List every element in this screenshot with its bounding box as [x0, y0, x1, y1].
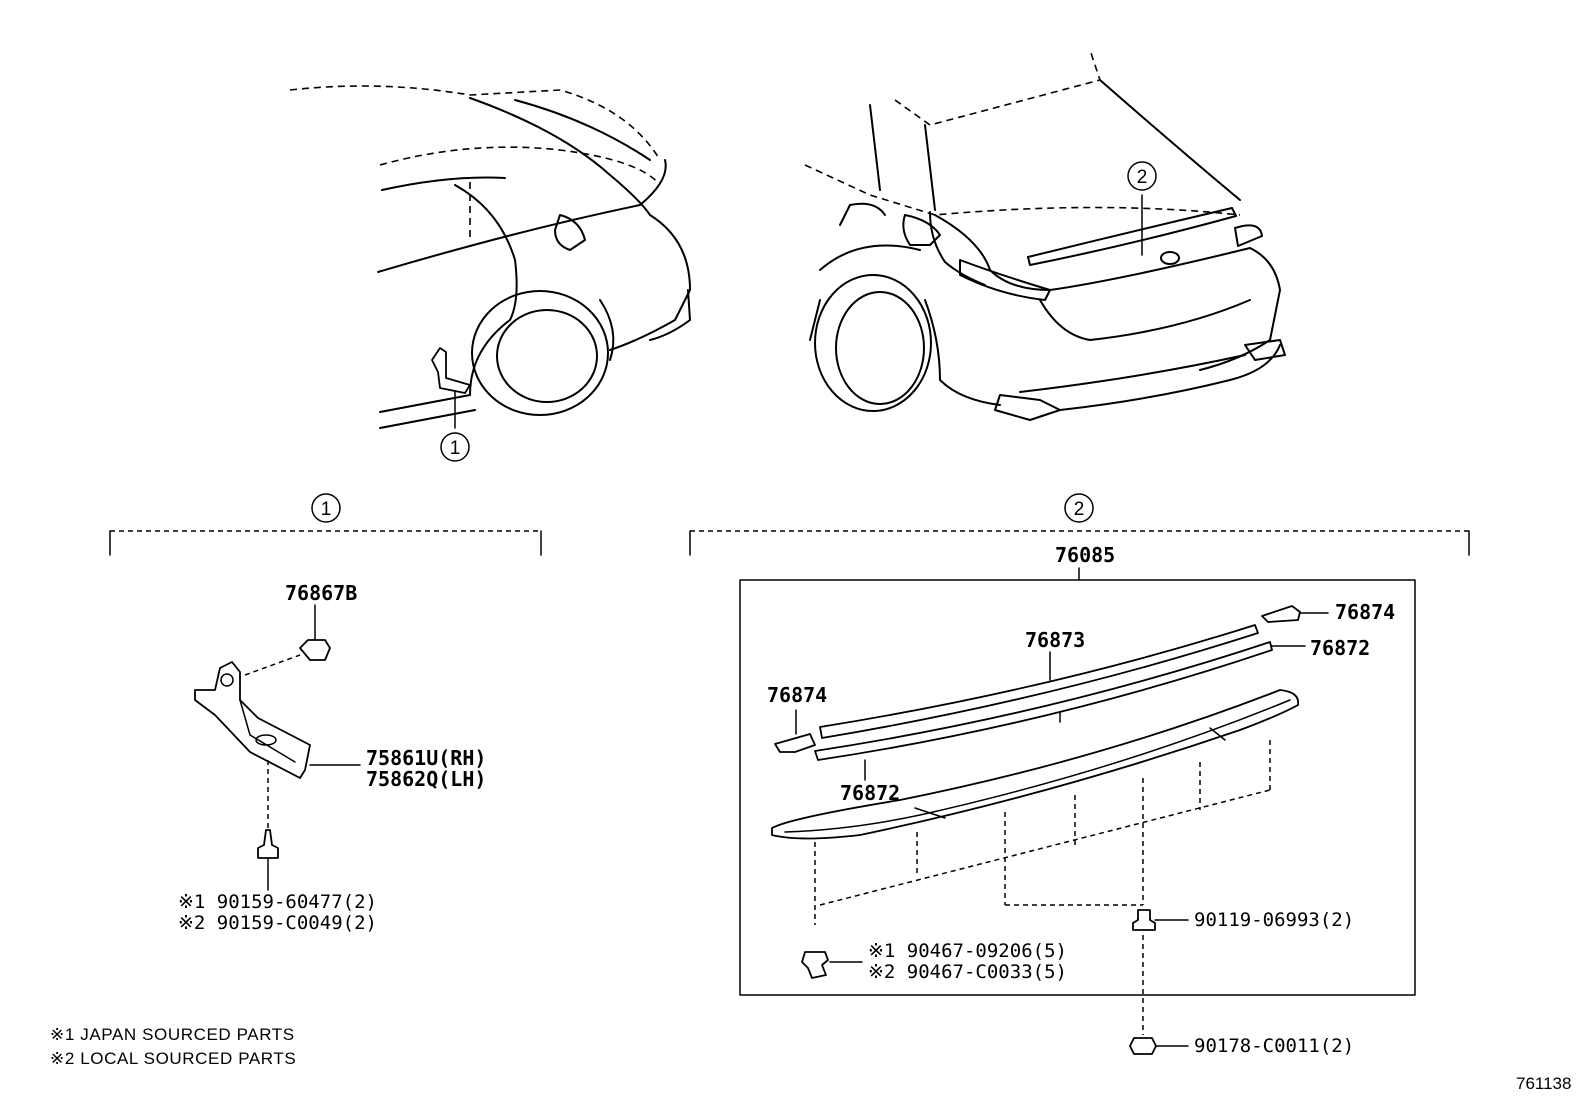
- end-cap-right-icon: [1261, 605, 1301, 623]
- section-1-ref: 1: [321, 499, 332, 520]
- callout-1-top: 1: [440, 432, 470, 462]
- nut-icon: [1129, 1037, 1157, 1055]
- spoiler-icon: [771, 689, 1300, 840]
- clip-part-number: 76867B: [285, 581, 357, 605]
- figure-number: 761138: [1516, 1074, 1571, 1093]
- legend-note-2: ※2 LOCAL SOURCED PARTS: [50, 1049, 296, 1068]
- car-rear-view: [804, 49, 1286, 421]
- clip-part-number-1: ※1 90467-09206(5): [868, 940, 1067, 962]
- clip-icon: [299, 639, 331, 661]
- garnish-part-number: 76873: [1025, 628, 1085, 652]
- tape-upper-icon: [814, 641, 1273, 761]
- bolt-part-number: 90119-06993(2): [1194, 909, 1354, 931]
- callout-2-top: 2: [1127, 161, 1157, 191]
- end-cap-left-part-number: 76874: [767, 683, 827, 707]
- screw-icon: [257, 829, 279, 859]
- assembly-part-number: 76085: [1055, 543, 1115, 567]
- section-1-group: 1 76867B 75861U(RH) 75862Q(LH) ※1 90159-…: [109, 493, 542, 934]
- screw-part-number-1: ※1 90159-60477(2): [178, 891, 377, 913]
- bracket-rh-part-number: 75861U(RH): [366, 746, 486, 770]
- garnish-icon: [819, 624, 1259, 739]
- end-cap-right-part-number: 76874: [1335, 600, 1395, 624]
- bolt-icon: [1132, 909, 1156, 931]
- callout-1-top-label: 1: [450, 438, 461, 459]
- assembly-box: [739, 579, 1416, 996]
- tape-upper-part-number: 76872: [1310, 636, 1370, 660]
- callout-2-top-label: 2: [1137, 167, 1148, 188]
- nut-part-number: 90178-C0011(2): [1194, 1035, 1354, 1057]
- section-2-group: 2 76085 76874 76873 76872 76874 76872: [689, 493, 1470, 1057]
- bracket-lh-part-number: 75862Q(LH): [366, 767, 486, 791]
- legend-note-1: ※1 JAPAN SOURCED PARTS: [50, 1025, 295, 1044]
- clip-fastener-icon: [801, 951, 829, 979]
- end-cap-left-icon: [774, 733, 816, 753]
- clip-part-number-2: ※2 90467-C0033(5): [868, 961, 1067, 983]
- car-side-view: [289, 85, 691, 429]
- section-2-ref: 2: [1074, 499, 1085, 520]
- legend: ※1 JAPAN SOURCED PARTS ※2 LOCAL SOURCED …: [50, 1025, 296, 1068]
- screw-part-number-2: ※2 90159-C0049(2): [178, 912, 377, 934]
- mudguard-bracket-icon: [194, 661, 311, 779]
